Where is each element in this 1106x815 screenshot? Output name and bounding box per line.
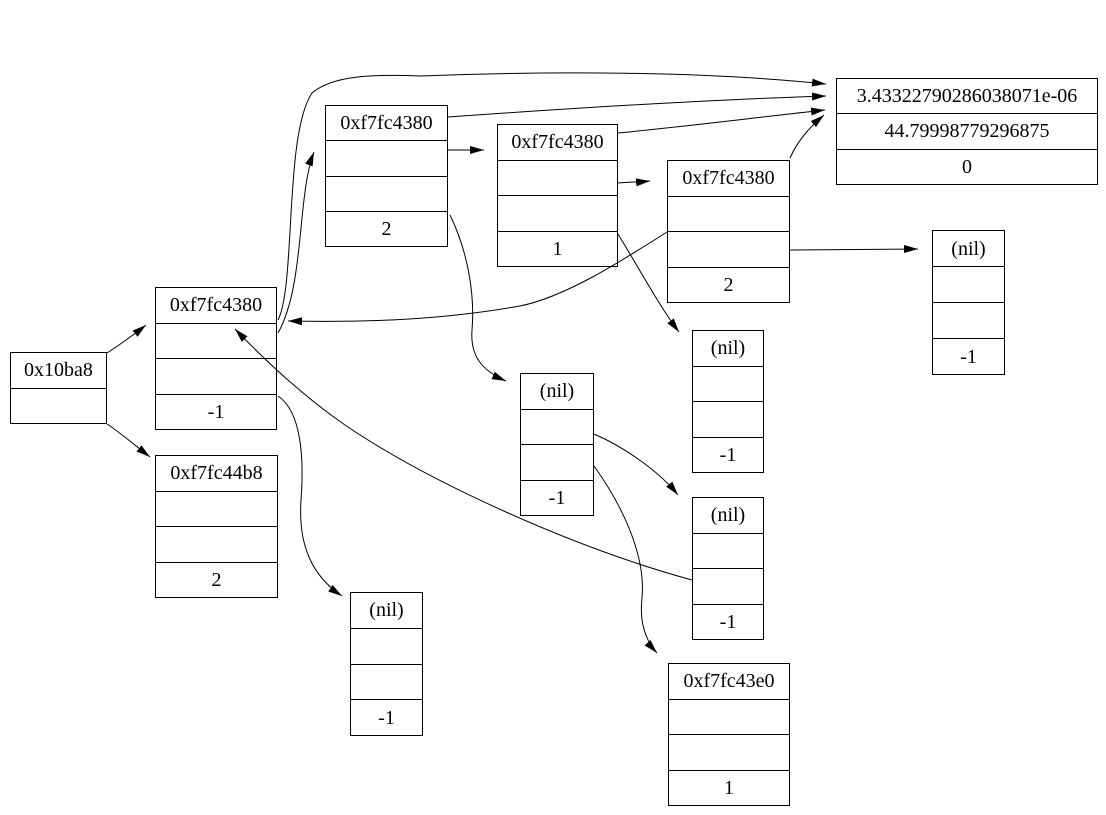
node-field bbox=[351, 663, 422, 700]
node-field bbox=[351, 627, 422, 664]
node-0xf7fc44b8: 0xf7fc44b8 2 bbox=[155, 455, 278, 598]
node-field bbox=[156, 358, 276, 394]
node-nil-lower-right: (nil) -1 bbox=[692, 497, 764, 640]
node-value: -1 bbox=[521, 479, 593, 516]
node-field bbox=[156, 526, 277, 562]
node-field bbox=[693, 568, 763, 604]
edge-0x10ba8-to-0xf7fc44b8 bbox=[106, 423, 151, 458]
edge-c-to-float bbox=[789, 114, 825, 159]
node-header: (nil) bbox=[710, 337, 746, 360]
node-field bbox=[693, 401, 763, 437]
edge-nil-lower-right-to-main bbox=[234, 328, 693, 581]
node-value: -1 bbox=[933, 338, 1004, 374]
node-float-values: 3.43322790286038071e-06 44.7999877929687… bbox=[836, 78, 1098, 185]
edge-b-to-nil-upper-right bbox=[617, 233, 680, 333]
node-0xf7fc4380-b: 0xf7fc4380 1 bbox=[497, 124, 618, 267]
node-header: 0xf7fc4380 bbox=[682, 167, 775, 190]
node-value: -1 bbox=[693, 436, 763, 473]
node-header: 0xf7fc44b8 bbox=[170, 462, 263, 485]
node-value: 2 bbox=[326, 210, 447, 246]
node-header: (nil) bbox=[710, 504, 746, 527]
node-header: 0xf7fc4380 bbox=[511, 131, 604, 154]
node-field bbox=[326, 140, 447, 175]
node-field bbox=[326, 175, 447, 211]
node-field bbox=[669, 698, 789, 735]
node-0xf7fc4380-a: 0xf7fc4380 2 bbox=[325, 105, 448, 247]
node-header: (nil) bbox=[369, 599, 404, 622]
node-value: -1 bbox=[156, 393, 276, 430]
node-field bbox=[498, 195, 617, 231]
node-0xf7fc4380-main: 0xf7fc4380 -1 bbox=[155, 287, 277, 430]
edge-b-to-c bbox=[617, 178, 651, 187]
node-value-int: 0 bbox=[837, 148, 1097, 184]
node-field bbox=[668, 195, 789, 232]
node-value: 1 bbox=[498, 230, 617, 267]
node-0x10ba8: 0x10ba8 bbox=[10, 352, 107, 424]
node-value: -1 bbox=[693, 603, 763, 640]
edge-0x10ba8-to-main bbox=[106, 324, 147, 354]
node-field bbox=[156, 490, 277, 527]
node-field bbox=[11, 387, 106, 424]
edge-a-to-nil-middle bbox=[449, 214, 507, 382]
node-field bbox=[156, 322, 276, 359]
edge-main-to-float bbox=[277, 72, 827, 321]
node-header: (nil) bbox=[951, 237, 986, 260]
node-field bbox=[693, 365, 763, 402]
node-field bbox=[693, 532, 763, 569]
node-value: -1 bbox=[351, 699, 422, 735]
node-field bbox=[521, 444, 593, 480]
node-field bbox=[668, 231, 789, 267]
edge-main-to-nil-bottom-left bbox=[277, 395, 343, 597]
node-value-float1: 3.43322790286038071e-06 bbox=[856, 85, 1078, 108]
node-field bbox=[933, 302, 1004, 338]
edge-b-to-float bbox=[617, 107, 826, 134]
edge-c-to-nil-far-right bbox=[789, 245, 919, 254]
node-header: 0xf7fc43e0 bbox=[683, 670, 775, 693]
node-nil-far-right: (nil) -1 bbox=[932, 230, 1005, 375]
node-field bbox=[933, 266, 1004, 302]
node-value: 2 bbox=[156, 561, 277, 598]
node-header: 0x10ba8 bbox=[24, 359, 93, 382]
node-field bbox=[521, 408, 593, 445]
node-header: 0xf7fc4380 bbox=[340, 112, 433, 135]
node-value-float2: 44.79998779296875 bbox=[837, 113, 1097, 148]
node-field bbox=[669, 734, 789, 770]
edge-nil-middle-to-nil-lower-right bbox=[593, 433, 679, 496]
edge-a-to-float bbox=[447, 92, 827, 118]
edge-c-to-main bbox=[287, 231, 668, 326]
edge-main-to-a bbox=[277, 151, 315, 334]
node-header: 0xf7fc4380 bbox=[169, 294, 263, 317]
node-nil-middle: (nil) -1 bbox=[520, 373, 594, 516]
node-field bbox=[498, 159, 617, 196]
node-0xf7fc4380-c: 0xf7fc4380 2 bbox=[667, 160, 790, 303]
node-value: 2 bbox=[668, 266, 789, 303]
node-header: (nil) bbox=[539, 380, 575, 403]
edge-nil-middle-to-0xf7fc43e0 bbox=[593, 465, 658, 654]
node-nil-bottom-left: (nil) -1 bbox=[350, 592, 423, 736]
node-0xf7fc43e0: 0xf7fc43e0 1 bbox=[668, 663, 790, 806]
node-value: 1 bbox=[669, 769, 789, 806]
node-nil-upper-right: (nil) -1 bbox=[692, 330, 764, 473]
